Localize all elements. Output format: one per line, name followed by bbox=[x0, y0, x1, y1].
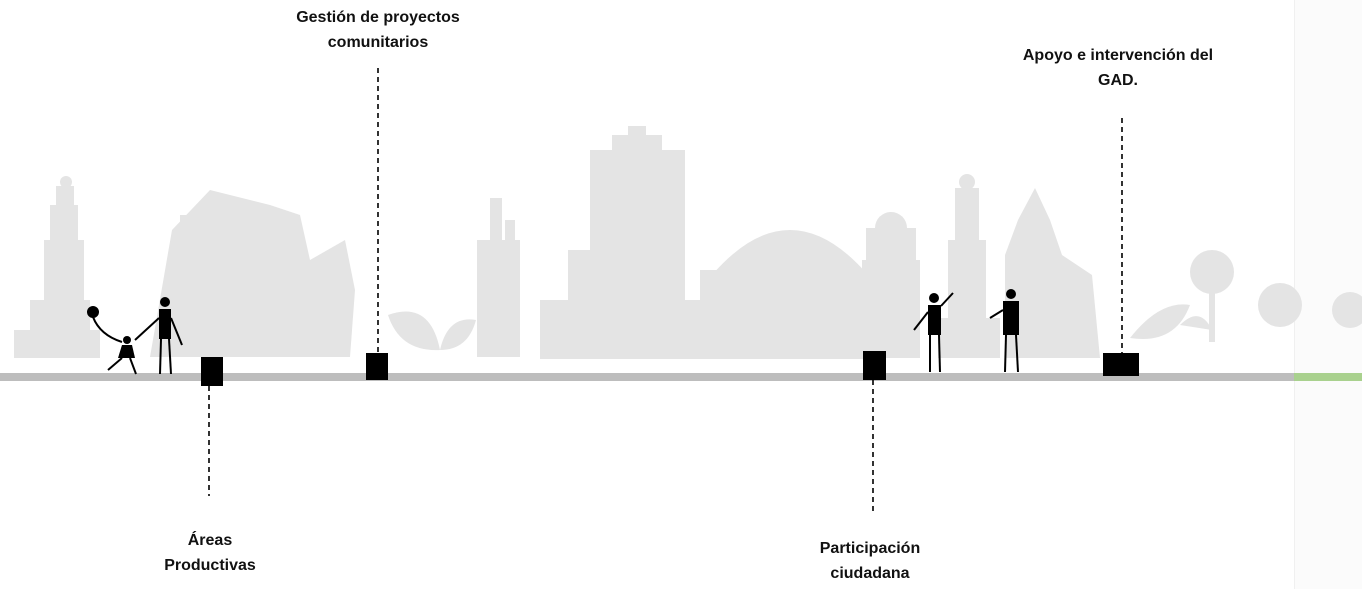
child-with-balloon bbox=[87, 306, 137, 375]
milestone-label-gad: Apoyo e intervención del GAD. bbox=[968, 43, 1268, 93]
ground-line bbox=[0, 373, 1294, 381]
domed-building-silhouette bbox=[700, 230, 868, 359]
plant-silhouettes bbox=[1130, 250, 1362, 342]
label-line: comunitarios bbox=[327, 34, 429, 51]
statue-silhouette bbox=[14, 176, 100, 358]
marker-proyectos bbox=[366, 353, 388, 380]
leaf-silhouette-1 bbox=[388, 311, 476, 351]
skyscraper-silhouette bbox=[540, 126, 720, 359]
milestone-label-participacion: Participación ciudadana bbox=[760, 536, 980, 586]
marker-gad bbox=[1103, 353, 1139, 376]
marker-participacion bbox=[863, 351, 886, 380]
label-line: Participación bbox=[819, 540, 921, 557]
label-line: Gestión de proyectos bbox=[296, 9, 460, 26]
church-silhouette bbox=[1005, 188, 1100, 358]
adult-walking bbox=[134, 297, 183, 375]
milestone-label-areas: Áreas Productivas bbox=[100, 528, 320, 578]
label-line: Apoyo e intervención del bbox=[1022, 47, 1214, 64]
milestone-label-proyectos: Gestión de proyectos comunitarios bbox=[268, 5, 488, 55]
person-standing bbox=[989, 289, 1019, 373]
label-line: Áreas bbox=[187, 532, 233, 549]
label-line: GAD. bbox=[1098, 72, 1138, 89]
label-line: Productivas bbox=[164, 557, 256, 574]
tall-tower-silhouette bbox=[477, 198, 520, 357]
monument-silhouette bbox=[938, 174, 1000, 358]
person-waving bbox=[913, 292, 954, 373]
label-line: ciudadana bbox=[830, 565, 910, 582]
ruins-building-silhouette bbox=[150, 190, 355, 357]
ground-line-accent bbox=[1294, 373, 1362, 381]
marker-areas bbox=[201, 357, 223, 386]
arch-gateway-silhouette bbox=[862, 212, 920, 358]
